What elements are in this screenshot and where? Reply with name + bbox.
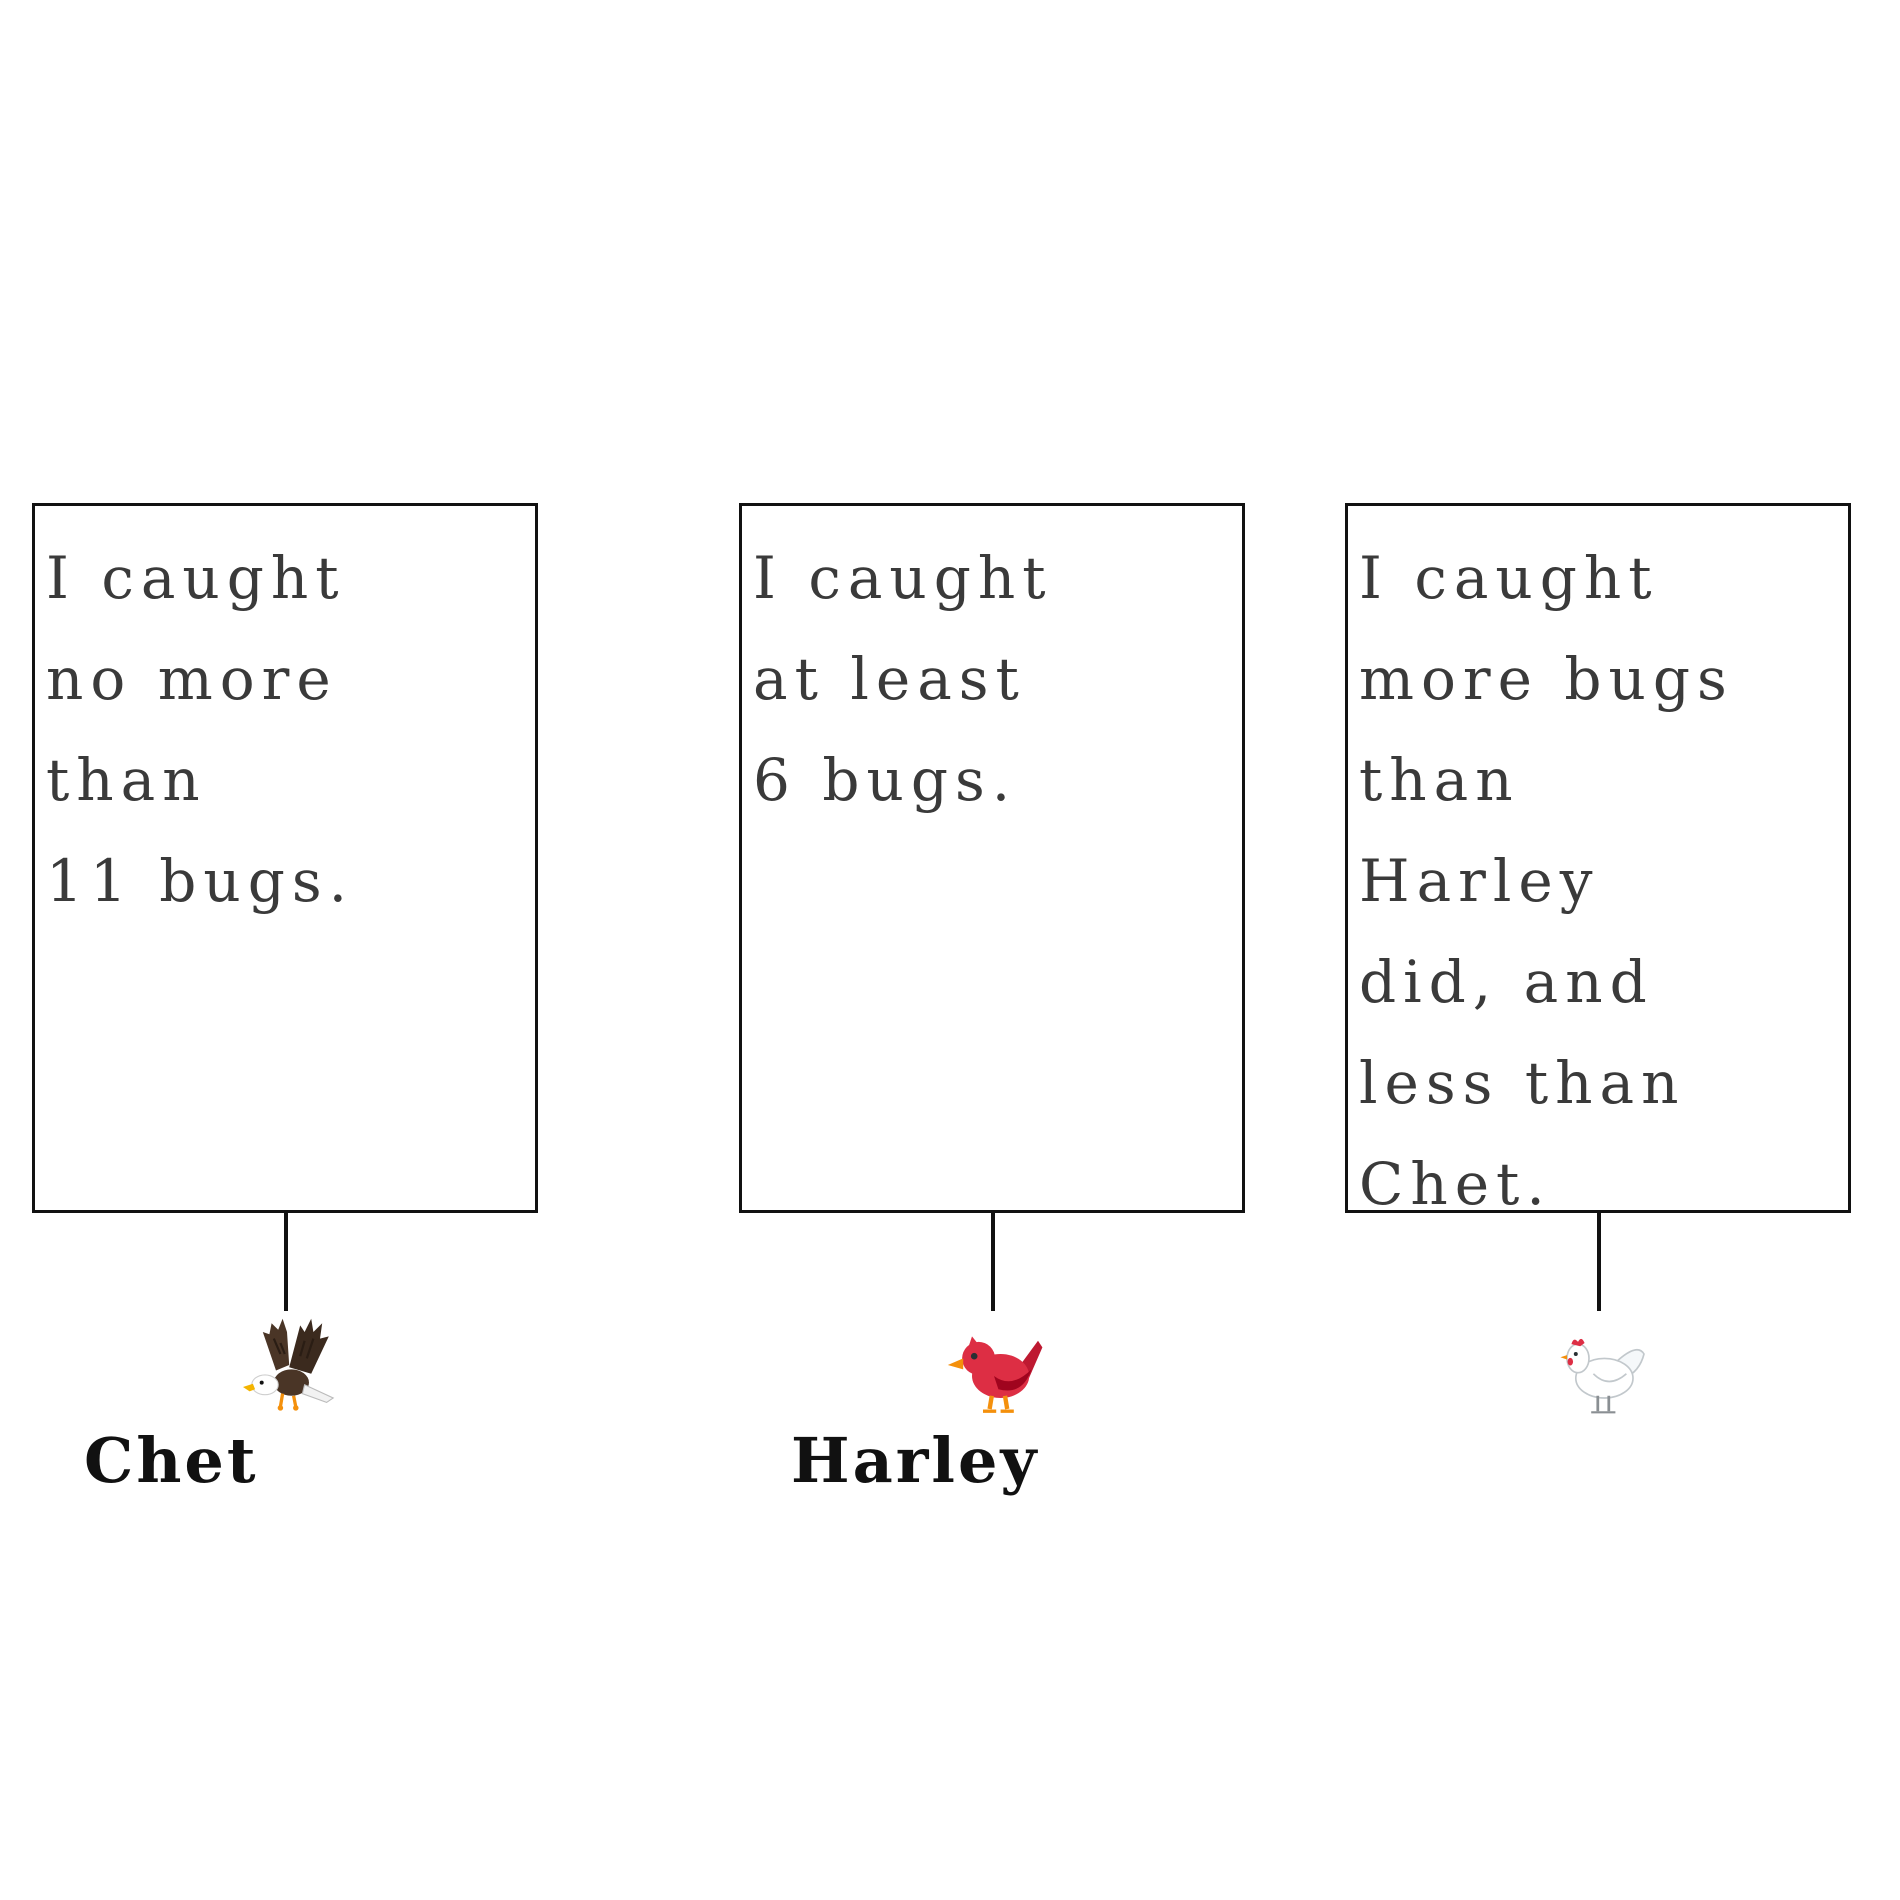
sign-post — [284, 1213, 288, 1311]
speech-sign: I caught at least 6 bugs. — [739, 503, 1245, 1213]
hen-icon — [1545, 1310, 1655, 1420]
panel-harley: I caught at least 6 bugs. Harley — [739, 0, 1259, 1900]
sign-post — [1597, 1213, 1601, 1311]
cardinal-bird-icon — [939, 1310, 1049, 1420]
sign-text: I caught at least 6 bugs. — [753, 544, 1053, 814]
bird-name-label: Harley — [791, 1424, 1040, 1497]
sign-post — [991, 1213, 995, 1311]
sign-text: I caught no more than 11 bugs. — [46, 544, 355, 915]
eagle-icon — [232, 1310, 342, 1420]
panel-hen: I caught more bugs than Harley did, and … — [1345, 0, 1865, 1900]
panel-chet: I caught no more than 11 bugs. Chet — [32, 0, 552, 1900]
bird-name-label: Chet — [84, 1424, 259, 1497]
speech-sign: I caught no more than 11 bugs. — [32, 503, 538, 1213]
sign-text: I caught more bugs than Harley did, and … — [1359, 544, 1734, 1218]
speech-sign: I caught more bugs than Harley did, and … — [1345, 503, 1851, 1218]
